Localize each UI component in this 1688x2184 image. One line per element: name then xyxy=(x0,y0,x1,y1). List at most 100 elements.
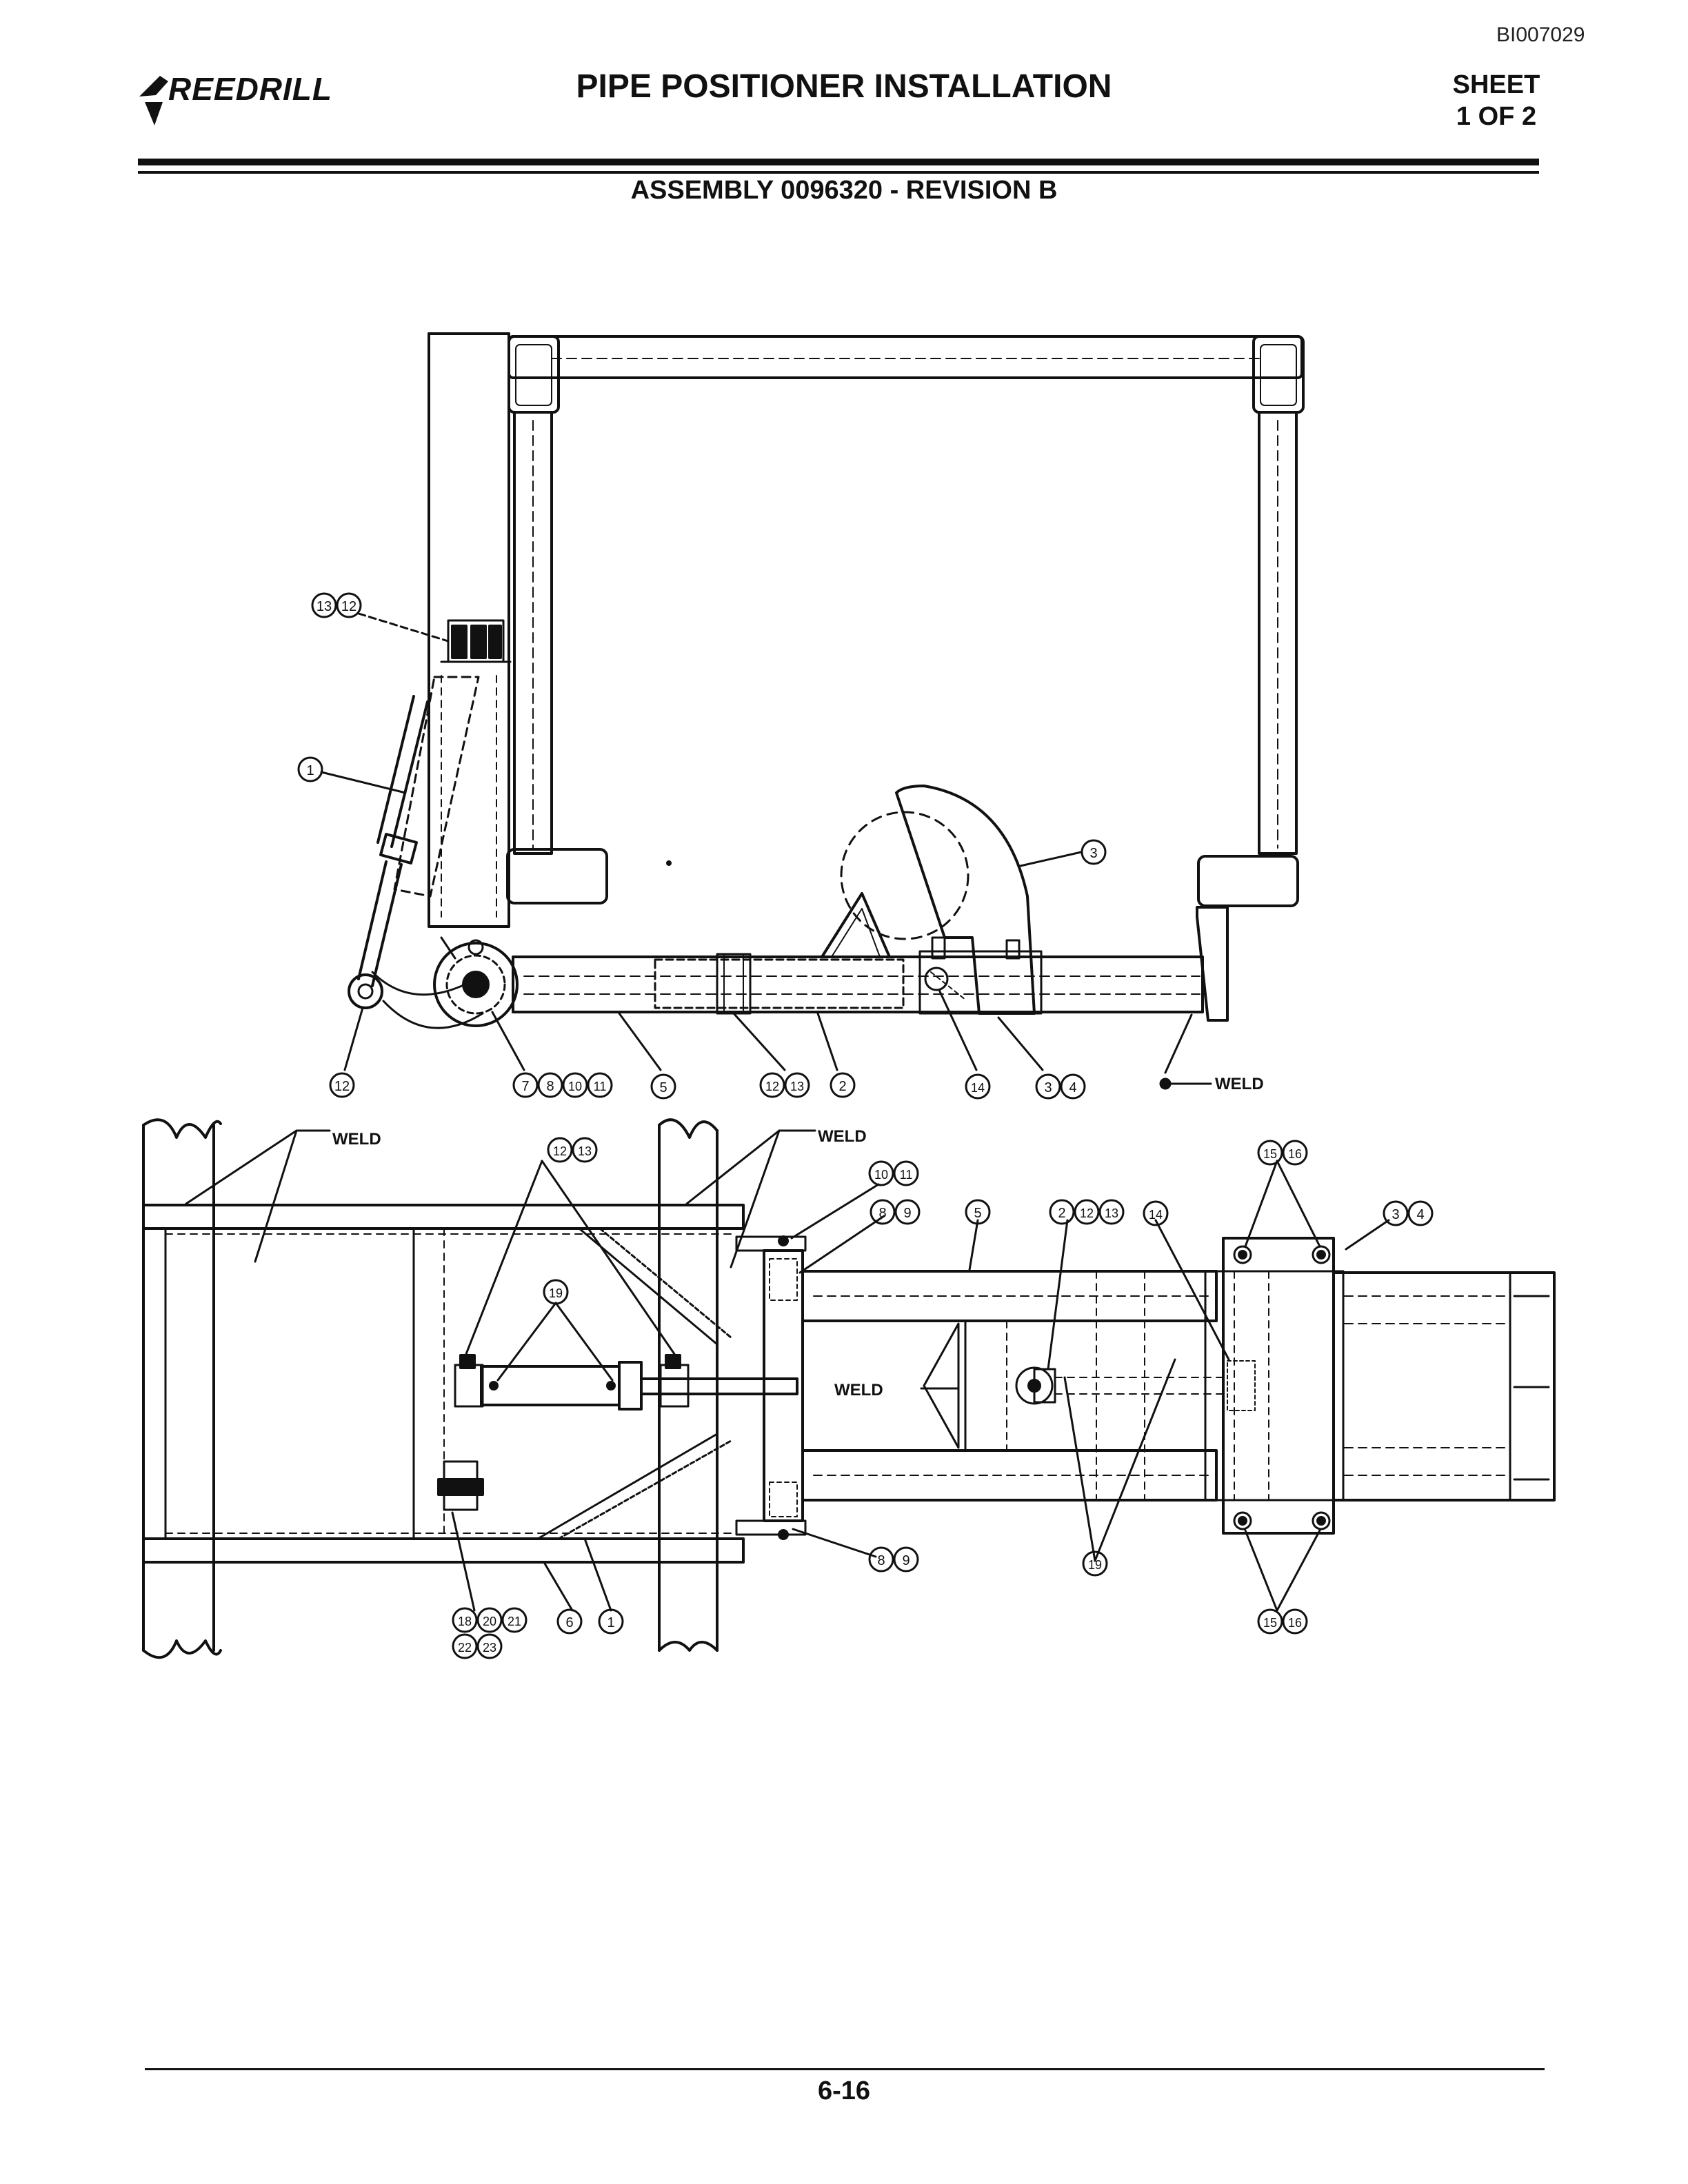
svg-text:15: 15 xyxy=(1263,1616,1277,1630)
svg-text:23: 23 xyxy=(483,1641,496,1655)
hydraulic-cylinder-plan xyxy=(454,1354,798,1410)
cross-member-top xyxy=(142,1204,745,1230)
leg-right xyxy=(1258,411,1298,855)
foot-pad-right xyxy=(1197,855,1299,907)
top-rail xyxy=(508,335,1303,379)
callout-2-12-13-plan: 2 12 13 xyxy=(1049,1199,1125,1225)
callout-10-11-plan: 10 11 xyxy=(868,1160,919,1186)
svg-text:4: 4 xyxy=(1069,1080,1076,1095)
sheet-indicator: SHEET 1 OF 2 xyxy=(1434,69,1558,132)
callout-19-plan-left: 19 xyxy=(543,1279,569,1305)
svg-text:13: 13 xyxy=(316,599,332,614)
callout-1-plan: 1 xyxy=(598,1608,624,1635)
header-rule-thick xyxy=(138,159,1539,165)
page-title: PIPE POSITIONER INSTALLATION xyxy=(576,68,1112,105)
callout-8-9-plan-top: 8 9 xyxy=(870,1199,921,1225)
callout-3-4-plan: 3 4 xyxy=(1383,1200,1434,1226)
hose-fitting-block xyxy=(437,1460,484,1511)
foot-pad-left xyxy=(506,848,608,904)
callout-14-top: 14 xyxy=(965,1073,991,1100)
callout-13-12: 13 12 xyxy=(311,592,362,618)
svg-text:13: 13 xyxy=(790,1080,804,1093)
weld-label-plan-center: WELD xyxy=(834,1381,883,1399)
sheet-count: 1 OF 2 xyxy=(1456,102,1537,131)
svg-text:19: 19 xyxy=(549,1286,563,1300)
svg-text:2: 2 xyxy=(838,1079,846,1094)
logo-wordmark: REEDRILL xyxy=(168,71,332,107)
svg-text:12: 12 xyxy=(765,1080,779,1093)
svg-text:12: 12 xyxy=(553,1144,567,1158)
svg-text:21: 21 xyxy=(508,1615,521,1628)
weld-label-plan-right: WELD xyxy=(818,1127,867,1146)
callout-12-13-top: 12 13 xyxy=(759,1072,810,1098)
svg-text:4: 4 xyxy=(1416,1207,1424,1222)
assembly-subtitle: ASSEMBLY 0096320 - REVISION B xyxy=(630,176,1058,205)
header-rule-thin xyxy=(138,171,1539,174)
svg-text:12: 12 xyxy=(334,1079,350,1094)
callout-3-4-top: 3 4 xyxy=(1035,1073,1086,1100)
svg-text:16: 16 xyxy=(1288,1147,1302,1161)
callout-18-20-21-22-23: 18 20 21 22 23 xyxy=(452,1607,528,1659)
sheet-label: SHEET xyxy=(1452,70,1540,99)
leg-left xyxy=(513,411,553,855)
svg-text:16: 16 xyxy=(1288,1616,1302,1630)
weld-label-top: WELD xyxy=(1215,1075,1264,1093)
inner-tube xyxy=(654,958,905,1009)
leader-lines xyxy=(185,612,1390,1612)
footer-rule xyxy=(145,2068,1545,2070)
callout-5-top: 5 xyxy=(650,1073,676,1100)
svg-text:9: 9 xyxy=(903,1206,911,1221)
callout-12-bottom-left: 12 xyxy=(329,1072,355,1098)
cross-member-bottom xyxy=(142,1537,745,1564)
callout-2-top: 2 xyxy=(830,1072,856,1098)
svg-text:5: 5 xyxy=(974,1206,981,1221)
svg-text:8: 8 xyxy=(546,1079,554,1094)
svg-text:2: 2 xyxy=(1058,1206,1065,1221)
mount-plate-plan xyxy=(735,1235,807,1540)
callout-6-plan: 6 xyxy=(556,1608,583,1635)
svg-text:8: 8 xyxy=(877,1553,885,1568)
callout-1-top: 1 xyxy=(297,756,323,782)
svg-text:3: 3 xyxy=(1089,846,1097,861)
logo-mark-icon xyxy=(139,76,168,125)
svg-text:8: 8 xyxy=(878,1206,886,1221)
svg-text:9: 9 xyxy=(902,1553,910,1568)
svg-text:13: 13 xyxy=(578,1144,592,1158)
svg-text:10: 10 xyxy=(568,1080,582,1093)
hydraulic-cylinder-side xyxy=(348,676,484,1029)
weld-dot-top xyxy=(1159,1078,1172,1090)
side-elevation-view xyxy=(348,332,1305,1029)
page-number: 6-16 xyxy=(817,2076,871,2105)
callout-bubbles: 13 12 1 3 12 7 8 10 11 5 12 13 2 14 xyxy=(297,592,1434,1659)
svg-text:3: 3 xyxy=(1391,1207,1399,1222)
svg-text:19: 19 xyxy=(1088,1558,1102,1572)
svg-text:3: 3 xyxy=(1044,1080,1052,1095)
svg-text:14: 14 xyxy=(1149,1208,1163,1222)
upper-clamp-assembly xyxy=(440,619,512,663)
svg-text:7: 7 xyxy=(521,1079,529,1094)
callout-3-top: 3 xyxy=(1081,839,1107,865)
end-extension xyxy=(1332,1271,1556,1502)
svg-text:20: 20 xyxy=(483,1615,496,1628)
company-logo: REEDRILL xyxy=(135,68,342,131)
angle-bracket xyxy=(1196,906,1229,1022)
svg-text:1: 1 xyxy=(607,1615,614,1630)
svg-text:5: 5 xyxy=(659,1080,667,1095)
document-id: BI007029 xyxy=(1496,23,1585,46)
pivot-hub xyxy=(433,936,519,1027)
callout-12-13-plan: 12 13 xyxy=(547,1137,598,1163)
boom-tube-plan xyxy=(801,1270,1228,1502)
callout-8-9-plan-bottom: 8 9 xyxy=(868,1546,919,1573)
callout-5-plan: 5 xyxy=(965,1199,991,1225)
svg-text:18: 18 xyxy=(458,1615,472,1628)
clamp-plate-plan xyxy=(1204,1237,1345,1535)
plan-view xyxy=(142,1118,1556,1659)
svg-text:12: 12 xyxy=(341,599,356,614)
callout-15-16-plan-top: 15 16 xyxy=(1257,1140,1308,1166)
svg-text:1: 1 xyxy=(306,763,314,778)
callout-19-plan-right: 19 xyxy=(1082,1550,1108,1577)
lower-beam xyxy=(512,956,1204,1013)
svg-text:11: 11 xyxy=(900,1168,913,1182)
svg-text:22: 22 xyxy=(458,1641,472,1655)
